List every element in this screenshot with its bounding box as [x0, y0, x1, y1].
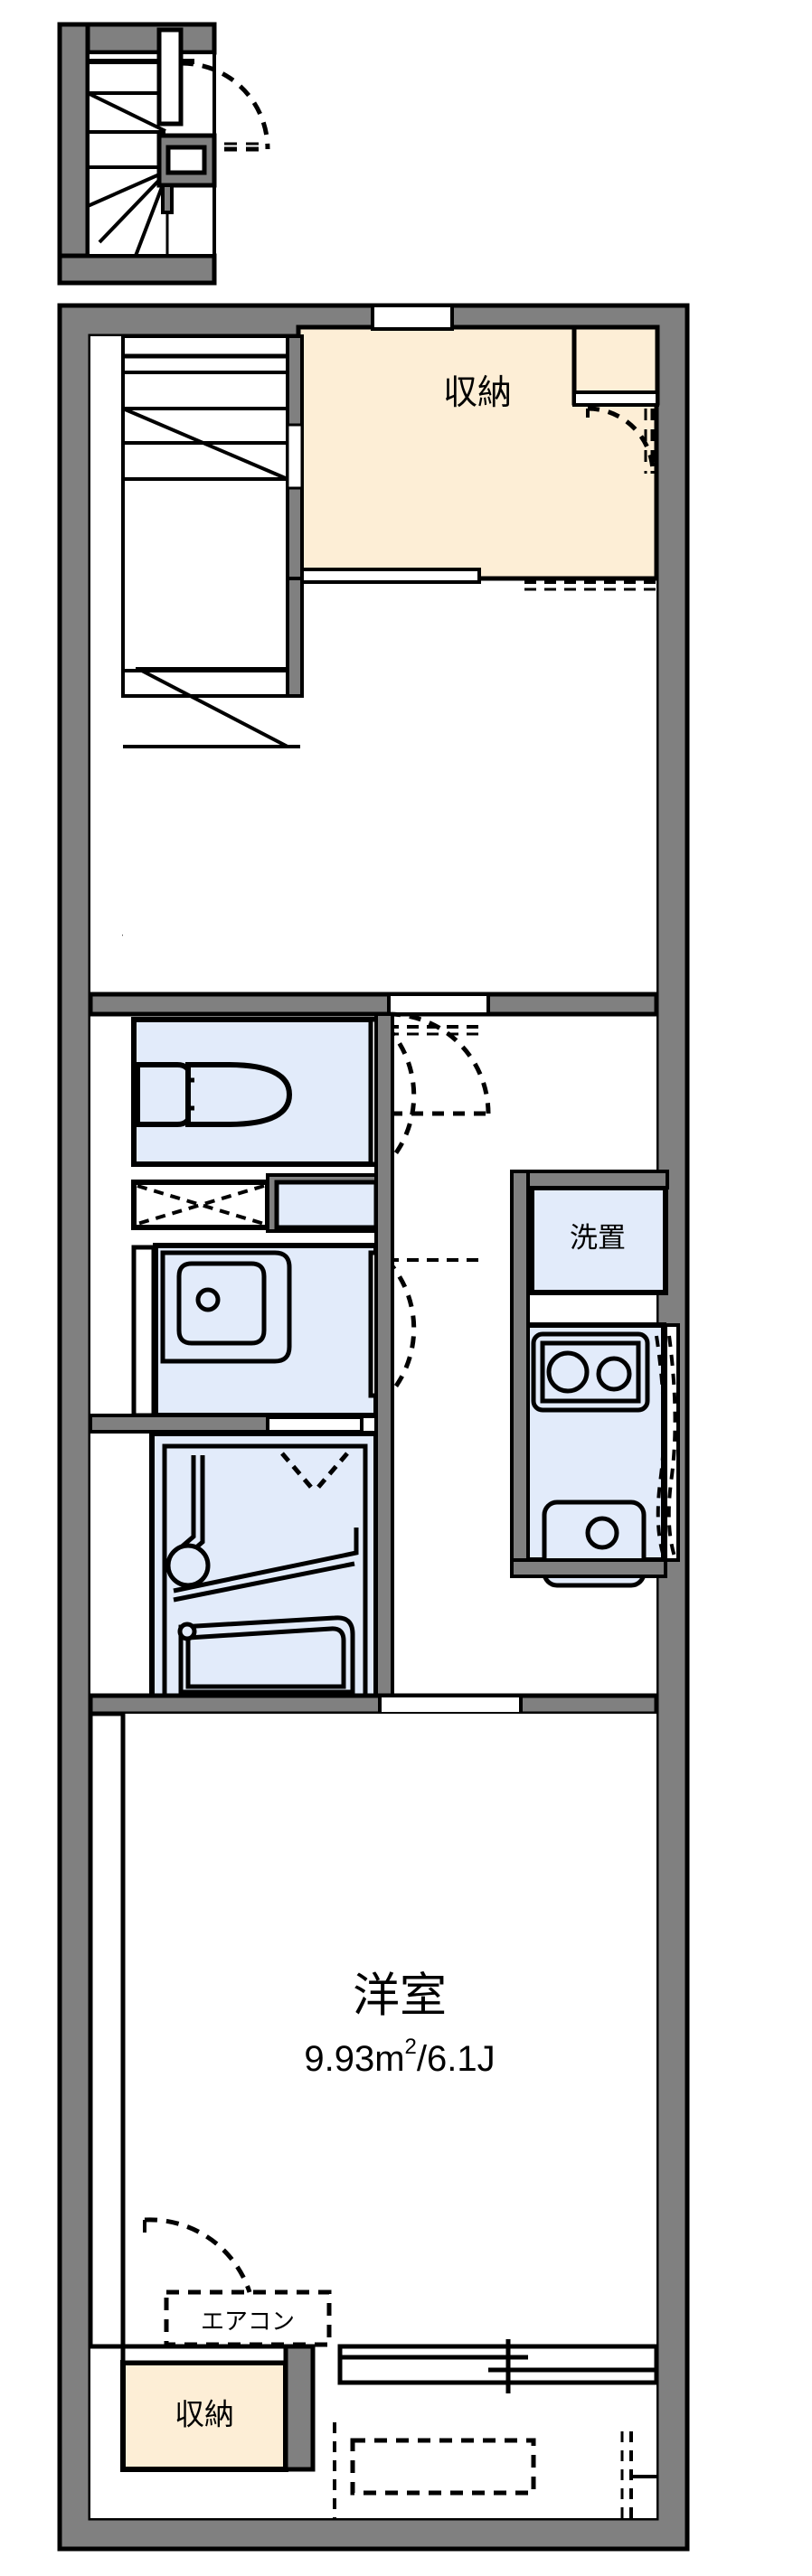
- toilet-bowl: [185, 1062, 293, 1127]
- upper-plan-group: [57, 22, 270, 286]
- bath-door-opening: [266, 1415, 364, 1434]
- wall-room-divider: [88, 1693, 659, 1716]
- bath-faucet: [165, 1543, 211, 1588]
- upper-plan-top-wall: [85, 22, 217, 55]
- closet-lower-label: 収納: [175, 2398, 234, 2431]
- corridor-door-arc: [388, 1011, 491, 1114]
- washer-top-wall: [521, 1170, 669, 1189]
- kitchen-sink-drain: [585, 1516, 619, 1550]
- stair-enclosure: [121, 334, 302, 698]
- closet-upper-threshold: [297, 568, 481, 584]
- wall-stair-closet-lower: [286, 577, 304, 698]
- stair-diagonal-u1: [87, 91, 166, 133]
- kitchen-door-arc-2: [666, 1335, 677, 1557]
- bathroom-unit: [149, 1431, 379, 1713]
- hall-closet-x-diag1: [137, 1184, 265, 1226]
- wall-stair-closet-opening: [286, 423, 304, 490]
- bath-vent-1: [280, 1452, 316, 1493]
- stair-winder-u1: [87, 170, 166, 208]
- main-room-area-label: 9.93m2/6.1J: [304, 2035, 495, 2078]
- air-conditioner-arc: [144, 2217, 252, 2293]
- stair-hall-fill: [123, 747, 300, 994]
- entry-door-swing-arc: [180, 61, 270, 150]
- bathtub-inner: [185, 1626, 346, 1689]
- entry-dashed-box: [350, 2438, 536, 2496]
- area-tatami: 6.1J: [427, 2039, 496, 2079]
- washer-label: 洗置: [570, 1222, 626, 1254]
- stair-landing-diagonal: [137, 667, 288, 748]
- entry-door-leaf: [156, 27, 184, 127]
- stove-burner-right: [596, 1356, 632, 1392]
- upper-plan-pillar-void: [165, 145, 207, 175]
- wall-kitchen-bottom: [510, 1558, 667, 1578]
- wall-kitchen-left: [510, 1170, 530, 1562]
- balcony-window: [337, 2339, 659, 2393]
- bath-counter-edge: [173, 1528, 359, 1594]
- closet-lower-right-wall: [283, 2344, 316, 2472]
- balcony-window-frame: [337, 2344, 659, 2385]
- area-sup: 2: [405, 2035, 417, 2059]
- vanity-basin: [176, 1261, 267, 1346]
- wall-below-stairs: [88, 992, 659, 1017]
- vanity-cabinet: [131, 1245, 156, 1418]
- air-conditioner-label: エアコン: [201, 2308, 295, 2335]
- wall-wet-area-right: [374, 1012, 394, 1725]
- main-room-left-inner: [88, 1711, 126, 2349]
- hall-alcove: [274, 1180, 379, 1230]
- area-unit: m: [374, 2039, 404, 2079]
- upper-plan-bottom-wall: [57, 253, 217, 286]
- closet-upper-label: 収納: [443, 374, 512, 412]
- kitchen-door-arc: [655, 1335, 666, 1557]
- hall-closet-x: [131, 1180, 270, 1230]
- bath-vent-2: [313, 1452, 349, 1493]
- area-sep: /: [417, 2039, 428, 2079]
- toilet-door-arc: [385, 1025, 417, 1166]
- hall-closet-x-diag2: [137, 1184, 265, 1226]
- main-room-label: 洋室: [353, 1970, 447, 2023]
- stove-burner-left: [546, 1350, 590, 1394]
- closet-upper-door-sill: [572, 390, 659, 407]
- toilet-tank: [135, 1062, 193, 1127]
- stair-mid-diagonal: [122, 407, 288, 481]
- staircase-main: [121, 334, 656, 995]
- room-door-opening: [378, 1694, 523, 1716]
- bathtub-drain: [177, 1622, 197, 1641]
- kitchen-group: 洗置: [521, 1170, 680, 1588]
- upper-plan-left-wall: [57, 22, 90, 286]
- bath-counter-edge-2: [173, 1561, 355, 1603]
- vanity-drain: [195, 1287, 221, 1312]
- corridor-door-opening: [387, 992, 490, 1016]
- corridor-fill: [300, 864, 656, 994]
- area-sqm: 9.93: [304, 2039, 374, 2079]
- upper-plan-pillar-stub: [161, 183, 174, 214]
- closet-lower-sill: [120, 2344, 288, 2365]
- main-room-area: [123, 1714, 656, 2346]
- vanity-room: [131, 1243, 379, 1418]
- vanity-door-arc: [385, 1258, 417, 1399]
- toilet-room: [131, 1017, 379, 1167]
- stair-winder-u2: [98, 172, 167, 244]
- main-plan-group: 収納: [57, 303, 690, 2552]
- closet-upper-vent: [371, 304, 454, 331]
